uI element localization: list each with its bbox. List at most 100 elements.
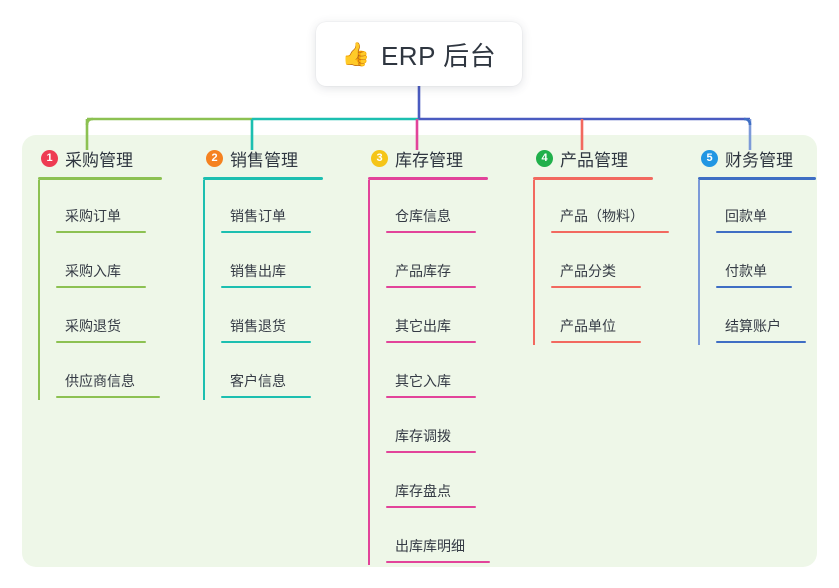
leaf-item-rule [386,286,476,288]
leaf-item[interactable]: 客户信息 [203,345,323,400]
leaf-item-label: 供应商信息 [65,373,135,389]
leaf-item-label: 销售退货 [230,318,286,334]
leaf-item[interactable]: 采购订单 [38,180,162,235]
branch-heading-3[interactable]: 3 库存管理 [368,146,488,170]
leaf-item-rule [716,341,806,343]
leaf-item-label: 产品分类 [560,263,616,279]
branch-badge-5: 5 [701,149,718,167]
root-node-label: 👍 ERP 后台 [342,36,496,73]
branch-heading-rule-4 [533,177,653,180]
branch-badge-1: 1 [41,149,58,167]
leaf-item[interactable]: 产品单位 [533,290,653,345]
branch-title-3: 库存管理 [395,150,463,170]
leaf-item[interactable]: 产品库存 [368,235,488,290]
leaf-item-rule [551,286,641,288]
leaf-item-label: 销售订单 [230,208,286,224]
leaf-item[interactable]: 供应商信息 [38,345,162,400]
branch-heading-rule-5 [698,177,816,180]
branch-column-3: 3 库存管理仓库信息产品库存其它出库其它入库库存调拨库存盘点出库库明细 [368,146,490,565]
leaf-item-label: 其它入库 [395,373,451,389]
leaf-item-label: 销售出库 [230,263,286,279]
leaf-item-rule [56,231,146,233]
diagram-panel [22,135,817,567]
leaf-item-label: 出库库明细 [395,538,465,554]
leaf-item-label: 库存调拨 [395,428,451,444]
leaf-item-rule [221,396,311,398]
leaf-item[interactable]: 销售订单 [203,180,323,235]
branch-heading-2[interactable]: 2 销售管理 [203,146,323,170]
leaf-item-rule [221,341,311,343]
leaf-item[interactable]: 采购入库 [38,235,162,290]
branch-heading-1[interactable]: 1 采购管理 [38,146,162,170]
leaf-item-rule [56,286,146,288]
leaf-item[interactable]: 仓库信息 [368,180,488,235]
leaf-item[interactable]: 采购退货 [38,290,162,345]
leaf-item-rule [56,341,146,343]
leaf-item-rule [551,231,669,233]
leaf-item[interactable]: 产品分类 [533,235,653,290]
leaf-item[interactable]: 付款单 [698,235,816,290]
leaf-item-label: 付款单 [725,263,767,279]
branch-heading-4[interactable]: 4 产品管理 [533,146,653,170]
leaf-item-rule [386,231,476,233]
branch-spine-1 [38,180,40,400]
branch-title-1: 采购管理 [65,150,133,170]
leaf-item[interactable]: 回款单 [698,180,816,235]
leaf-item-rule [56,396,160,398]
leaf-item[interactable]: 其它入库 [368,345,488,400]
branch-badge-3: 3 [371,149,388,167]
leaf-item-rule [716,286,792,288]
leaf-item[interactable]: 库存盘点 [368,455,488,510]
leaf-item[interactable]: 产品（物料） [533,180,669,235]
branch-heading-rule-1 [38,177,162,180]
leaf-item-label: 采购入库 [65,263,121,279]
leaf-item[interactable]: 销售退货 [203,290,323,345]
branch-title-5: 财务管理 [725,150,793,170]
branch-column-4: 4 产品管理产品（物料） 产品分类产品单位 [533,146,669,345]
branch-items-5: 回款单付款单结算账户 [698,180,816,345]
leaf-item-label: 其它出库 [395,318,451,334]
branch-badge-2: 2 [206,149,223,167]
leaf-item[interactable]: 其它出库 [368,290,488,345]
branch-column-2: 2 销售管理销售订单销售出库销售退货客户信息 [203,146,323,400]
leaf-item-label: 回款单 [725,208,767,224]
leaf-item-label: 库存盘点 [395,483,451,499]
branch-title-2: 销售管理 [230,150,298,170]
leaf-item-label: 采购退货 [65,318,121,334]
leaf-item-rule [386,506,476,508]
leaf-item-label: 仓库信息 [395,208,451,224]
leaf-item[interactable]: 结算账户 [698,290,816,345]
branch-heading-rule-3 [368,177,488,180]
branch-items-2: 销售订单销售出库销售退货客户信息 [203,180,323,400]
leaf-item[interactable]: 出库库明细 [368,510,490,565]
branch-badge-4: 4 [536,149,553,167]
leaf-item-rule [386,451,476,453]
branch-spine-4 [533,180,535,345]
leaf-item-label: 客户信息 [230,373,286,389]
branch-heading-rule-2 [203,177,323,180]
branch-column-1: 1 采购管理采购订单采购入库采购退货供应商信息 [38,146,162,400]
branch-heading-5[interactable]: 5 财务管理 [698,146,816,170]
branch-items-4: 产品（物料） 产品分类产品单位 [533,180,669,345]
root-node[interactable]: 👍 ERP 后台 [316,22,522,86]
leaf-item[interactable]: 销售出库 [203,235,323,290]
branch-spine-5 [698,180,700,345]
leaf-item-label: 产品（物料） [560,208,644,224]
leaf-item-rule [551,341,641,343]
leaf-item-label: 产品单位 [560,318,616,334]
leaf-item-rule [386,561,490,563]
branch-items-3: 仓库信息产品库存其它出库其它入库库存调拨库存盘点出库库明细 [368,180,490,565]
leaf-item-rule [221,231,311,233]
bus-right-corner [743,117,752,126]
branch-items-1: 采购订单采购入库采购退货供应商信息 [38,180,162,400]
leaf-item-label: 采购订单 [65,208,121,224]
leaf-item-rule [386,396,476,398]
leaf-item-rule [386,341,476,343]
leaf-item-label: 产品库存 [395,263,451,279]
branch-title-4: 产品管理 [560,150,628,170]
leaf-item-rule [221,286,311,288]
leaf-item[interactable]: 库存调拨 [368,400,488,455]
bus-left-corner [85,117,94,126]
branch-column-5: 5 财务管理回款单付款单结算账户 [698,146,816,345]
